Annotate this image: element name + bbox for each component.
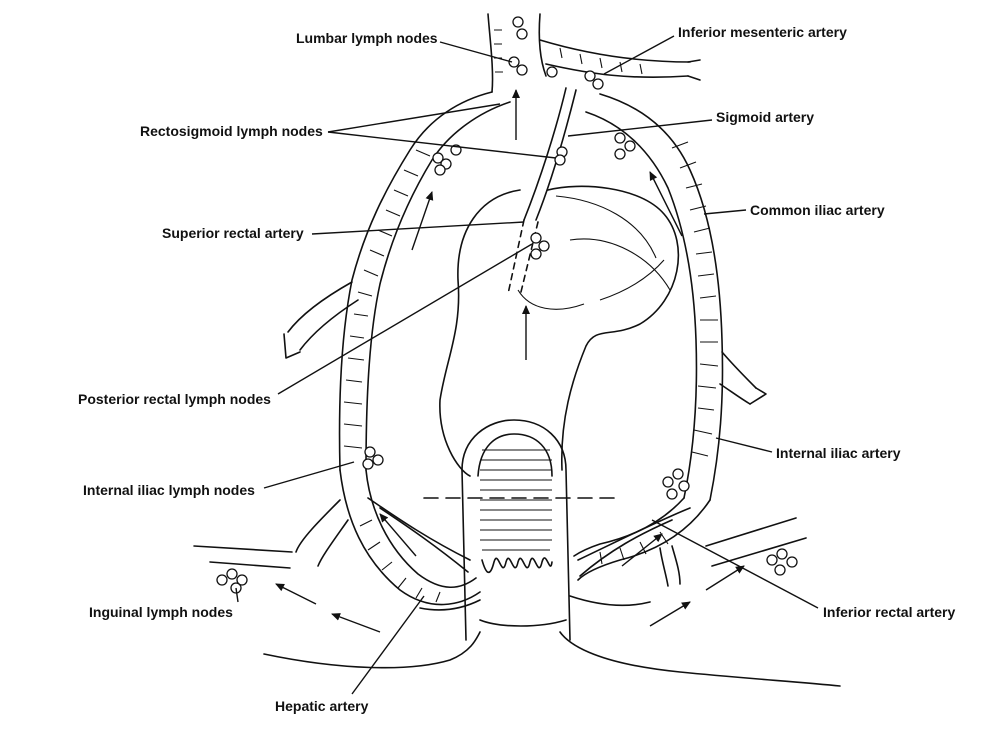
superior-rectal-vessel [507, 87, 577, 297]
label-sigmoid-artery: Sigmoid artery [716, 109, 815, 125]
left-iliac-vessel [283, 91, 511, 471]
flow-arrows [275, 89, 745, 633]
label-internal-iliac-artery: Internal iliac artery [776, 445, 901, 461]
label-hepatic-artery: Hepatic artery [275, 698, 369, 714]
inguinal-nodes [216, 548, 798, 594]
inferior-mesenteric-vessel [539, 39, 701, 81]
lower-vessels [295, 469, 711, 611]
lymph-nodes [216, 16, 798, 594]
rectosigmoid-nodes [432, 132, 636, 176]
label-internal-iliac-lymph-nodes: Internal iliac lymph nodes [83, 482, 255, 498]
label-superior-rectal-artery: Superior rectal artery [162, 225, 304, 241]
posterior-rectal-nodes [530, 232, 550, 260]
aorta [487, 13, 547, 93]
leader-lines [235, 35, 819, 695]
label-posterior-rectal-lymph-nodes: Posterior rectal lymph nodes [78, 391, 271, 407]
label-inferior-rectal-artery: Inferior rectal artery [823, 604, 956, 620]
lumbar-nodes [508, 16, 604, 90]
label-common-iliac-artery: Common iliac artery [750, 202, 885, 218]
label-rectosigmoid-lymph-nodes: Rectosigmoid lymph nodes [140, 123, 323, 139]
label-inguinal-lymph-nodes: Inguinal lymph nodes [89, 604, 233, 620]
right-iliac-vessel [585, 93, 767, 501]
label-inferior-mesenteric-artery: Inferior mesenteric artery [678, 24, 847, 40]
perineum [193, 517, 841, 687]
internal-iliac-nodes [362, 446, 690, 500]
label-lumbar-lymph-nodes: Lumbar lymph nodes [296, 30, 438, 46]
rectum [439, 185, 680, 641]
